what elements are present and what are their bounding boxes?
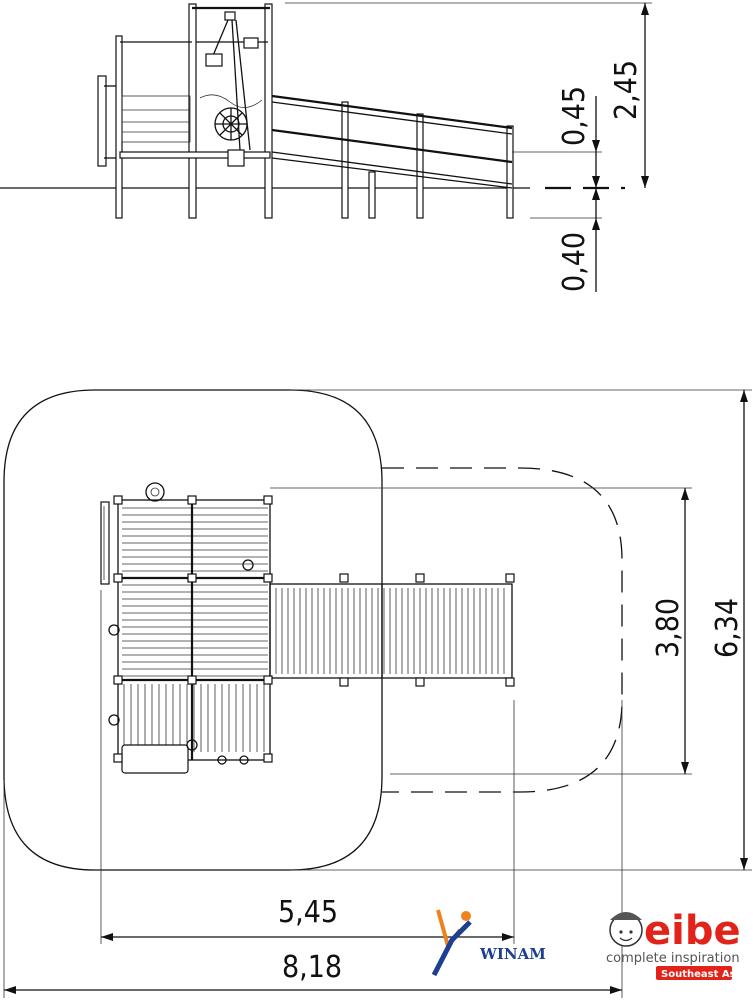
dimension-platform-height: 0,45 [512, 86, 602, 188]
dimension-total-height: 2,45 [285, 2, 652, 188]
plan-post [263, 573, 273, 583]
plan-post [113, 675, 123, 685]
deck-side [119, 151, 271, 159]
eibe-region-badge [656, 966, 732, 980]
dimension-width-outer: 6,34 [290, 389, 752, 871]
eibe-face-icon [609, 912, 643, 947]
dim-label-length-outer: 8,18 [282, 950, 342, 985]
plan-post [263, 753, 273, 763]
plan-posts [113, 495, 515, 763]
dimension-width-inner: 3,80 [270, 487, 692, 775]
dim-label-foundation-depth: 0,40 [557, 232, 592, 292]
step-board [121, 744, 189, 774]
platform-panel [121, 95, 191, 143]
plan-post [263, 675, 273, 685]
dim-label-width-outer: 6,34 [710, 598, 745, 658]
dim-label-total-height: 2,45 [609, 60, 644, 120]
plan-post [113, 495, 123, 505]
eibe-logo: eibe complete inspiration Southeast Asia [606, 908, 746, 980]
side-elevation-view: 2,45 0,45 0,40 [0, 2, 652, 292]
plan-post [187, 675, 197, 685]
wheel-toy [145, 482, 165, 502]
plan-post [339, 573, 349, 583]
dimension-length-outer: 8,18 [3, 700, 623, 998]
plan-post [187, 495, 197, 505]
winam-logo: WINAM [431, 909, 546, 977]
plan-post [415, 677, 425, 687]
dim-label-platform-height: 0,45 [557, 86, 592, 146]
plan-post [113, 753, 123, 763]
dim-label-length-inner: 5,45 [278, 895, 338, 930]
plan-post [415, 573, 425, 583]
tower-deck [117, 499, 271, 774]
ramp-plan [269, 583, 513, 679]
dimension-foundation-depth: 0,40 [530, 188, 602, 292]
eibe-region: Southeast Asia [661, 969, 746, 980]
plan-post [113, 573, 123, 583]
plan-post [187, 573, 197, 583]
plan-view: 3,80 6,34 5,45 8,18 [3, 389, 752, 998]
plan-post [339, 677, 349, 687]
eibe-wordmark: eibe [644, 908, 741, 954]
ramp-surface [271, 151, 513, 185]
dim-label-width-inner: 3,80 [651, 598, 686, 658]
eibe-tagline: complete inspiration [606, 951, 740, 966]
winam-wordmark: WINAM [479, 945, 546, 963]
ramp-rail-top [271, 94, 513, 130]
pulley-bucket-toy [199, 11, 263, 167]
plan-post [505, 573, 515, 583]
plan-post [505, 677, 515, 687]
side-panel [97, 75, 107, 167]
safety-zone-dashed [382, 467, 623, 793]
tower-posts [115, 3, 514, 219]
plan-post [263, 495, 273, 505]
end-panel [100, 501, 110, 585]
